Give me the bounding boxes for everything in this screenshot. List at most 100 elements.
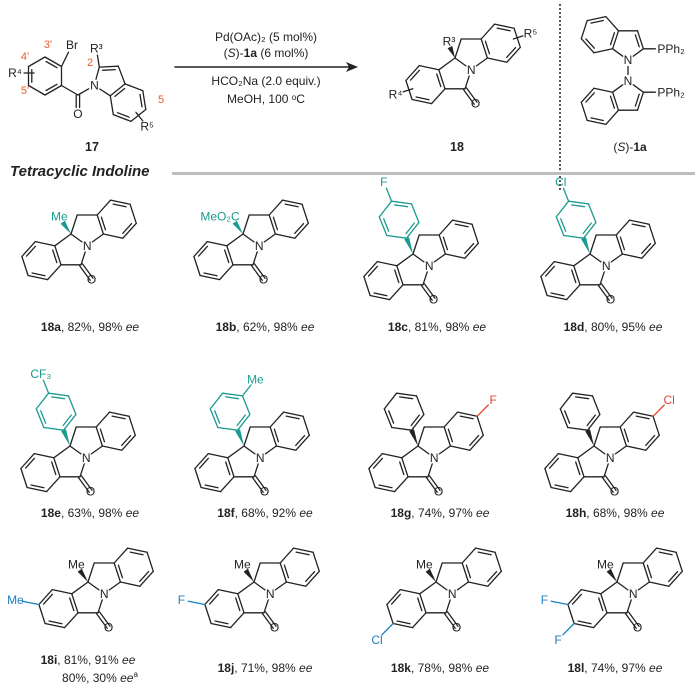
bond bbox=[592, 612, 608, 629]
bond bbox=[567, 426, 589, 431]
bond bbox=[81, 263, 94, 279]
bond bbox=[53, 457, 61, 478]
bond bbox=[225, 461, 231, 476]
compound-ee: 97% bbox=[448, 506, 473, 520]
bond bbox=[187, 600, 206, 606]
bond bbox=[199, 274, 221, 281]
bond bbox=[241, 395, 251, 416]
bond bbox=[391, 426, 413, 431]
bond bbox=[422, 271, 428, 286]
bond bbox=[580, 87, 595, 103]
bond bbox=[209, 408, 219, 429]
bond bbox=[392, 622, 414, 629]
section-title: Tetracyclic Indoline bbox=[10, 163, 150, 180]
atom-label: N bbox=[467, 63, 476, 77]
bond bbox=[218, 264, 234, 281]
bond bbox=[253, 263, 266, 279]
bond bbox=[405, 64, 420, 82]
bond bbox=[573, 622, 595, 629]
bond bbox=[295, 551, 310, 556]
bond bbox=[506, 46, 517, 59]
atom-label: O bbox=[633, 621, 642, 635]
bond bbox=[427, 463, 433, 478]
bond bbox=[645, 434, 656, 447]
bond bbox=[261, 613, 274, 629]
atom-label: O bbox=[606, 293, 615, 307]
bond bbox=[563, 234, 585, 239]
bond bbox=[567, 200, 590, 205]
bond bbox=[589, 234, 597, 255]
bond bbox=[274, 233, 296, 239]
bond bbox=[109, 83, 126, 97]
bond bbox=[598, 597, 604, 612]
bond bbox=[614, 445, 628, 455]
bond bbox=[648, 581, 670, 587]
arrow-head-icon bbox=[346, 62, 358, 72]
bond bbox=[401, 457, 409, 478]
bond bbox=[135, 111, 144, 122]
bond bbox=[119, 581, 141, 587]
bond bbox=[374, 486, 396, 493]
bond bbox=[27, 84, 46, 96]
bond bbox=[27, 56, 46, 68]
bond bbox=[585, 92, 595, 103]
bond bbox=[62, 413, 77, 431]
bond bbox=[253, 463, 259, 478]
bond bbox=[593, 87, 614, 93]
bond bbox=[109, 199, 131, 205]
bond bbox=[128, 415, 136, 436]
bond bbox=[512, 35, 524, 40]
bond bbox=[114, 87, 126, 98]
bond bbox=[204, 484, 219, 489]
bond bbox=[368, 467, 376, 489]
bond bbox=[554, 484, 569, 489]
bond bbox=[423, 283, 436, 299]
bond bbox=[274, 581, 288, 591]
bond bbox=[390, 593, 402, 605]
bond bbox=[378, 216, 388, 237]
ligand-label: (S)-1a bbox=[613, 140, 647, 154]
ee-label: ee bbox=[649, 661, 663, 675]
bond bbox=[658, 551, 673, 556]
wedge-bond bbox=[581, 237, 590, 254]
bond bbox=[70, 214, 78, 235]
compound-ee: 98% bbox=[448, 661, 473, 675]
bond bbox=[38, 603, 46, 625]
bond bbox=[461, 547, 477, 564]
compound-id: 18h bbox=[565, 506, 587, 520]
bond bbox=[221, 392, 244, 397]
bond bbox=[444, 253, 466, 259]
atom-label: F bbox=[380, 175, 387, 189]
atom-label: O bbox=[87, 273, 96, 287]
bond bbox=[467, 581, 489, 587]
bond bbox=[550, 486, 572, 493]
bond bbox=[548, 457, 560, 469]
bond bbox=[586, 414, 596, 427]
bond bbox=[102, 233, 124, 239]
bond bbox=[637, 581, 651, 591]
bond bbox=[87, 581, 100, 591]
atom-label: N bbox=[624, 74, 633, 88]
compound-yield: 62% bbox=[242, 320, 267, 334]
bond bbox=[67, 395, 77, 416]
bond bbox=[279, 547, 295, 564]
compound-label: 18j, 71%, 98% ee bbox=[217, 661, 313, 675]
compound-ee: 98% bbox=[445, 320, 470, 334]
bond bbox=[295, 434, 310, 451]
compound-label: 18i, 81%, 91% ee bbox=[40, 653, 136, 667]
bond bbox=[224, 249, 230, 264]
bond bbox=[80, 251, 86, 266]
bond bbox=[396, 265, 404, 286]
bond bbox=[438, 69, 446, 90]
bond bbox=[70, 233, 83, 243]
bond bbox=[305, 570, 316, 583]
compound-label: 18g, 74%, 97% ee bbox=[390, 506, 490, 520]
bond bbox=[112, 203, 127, 208]
atom-label: O bbox=[73, 107, 82, 121]
bond bbox=[124, 83, 144, 92]
atom-label: Br bbox=[66, 38, 78, 52]
bond bbox=[100, 216, 107, 231]
